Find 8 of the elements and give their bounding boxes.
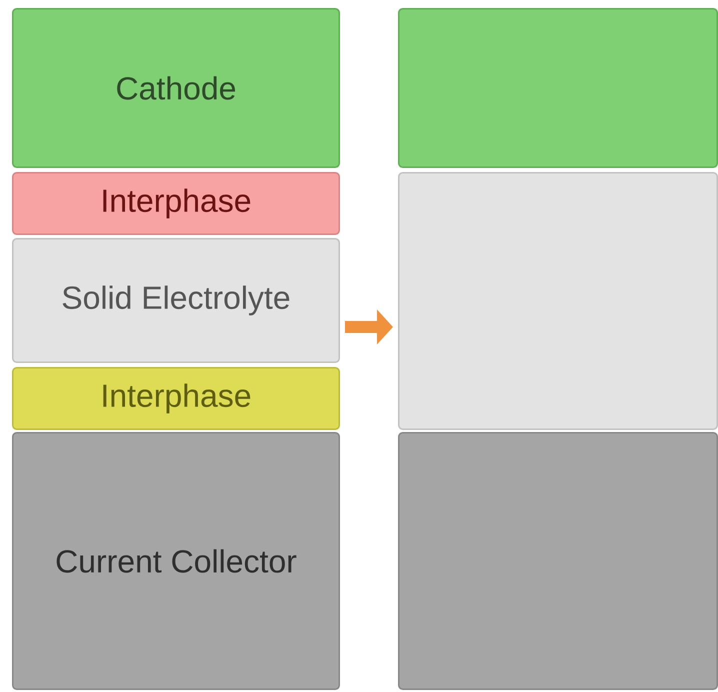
layer-block [398, 172, 718, 430]
layer-box: Interphase [12, 367, 340, 430]
layer-box: Cathode [12, 8, 340, 168]
layer-block [398, 432, 718, 690]
layer-block [398, 8, 718, 168]
layer-box: Current Collector [12, 432, 340, 690]
layer-box: Interphase [12, 172, 340, 235]
layer-box: Solid Electrolyte [12, 238, 340, 363]
